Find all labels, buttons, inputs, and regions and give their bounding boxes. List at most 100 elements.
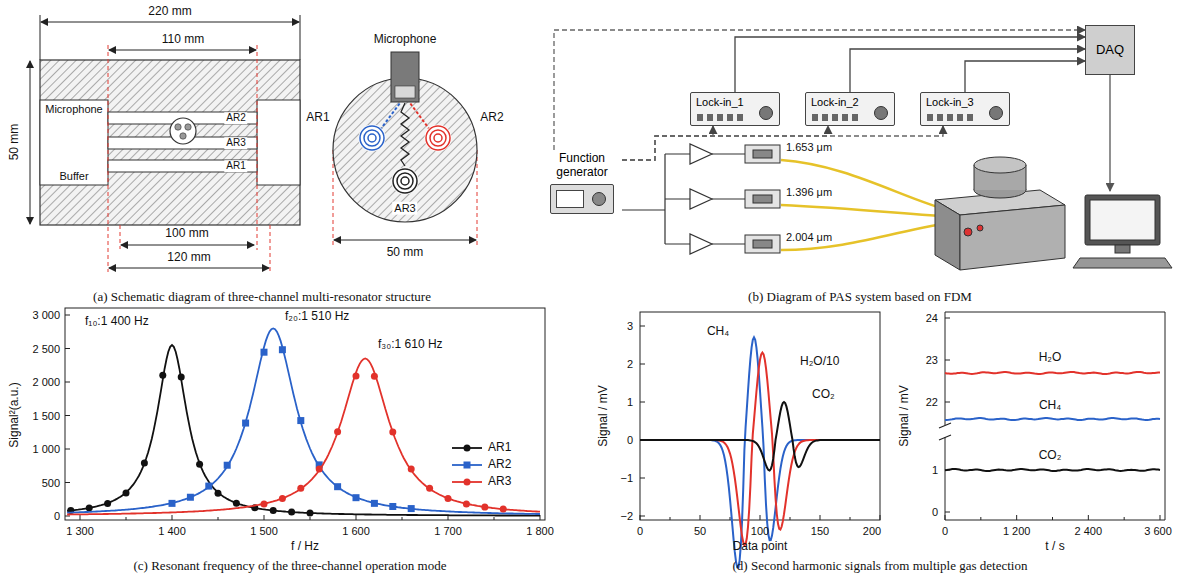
data-marker	[463, 501, 470, 508]
channel-label: AR3	[392, 202, 417, 215]
signal-connector	[622, 126, 943, 160]
tick	[640, 364, 645, 365]
data-marker	[178, 374, 185, 381]
tick-label: 1 800	[526, 525, 554, 538]
laser-drivers	[745, 145, 780, 253]
channel-label: AR3	[224, 137, 247, 149]
data-marker	[408, 465, 415, 472]
data-marker	[141, 460, 148, 467]
legend-text: AR3	[488, 475, 511, 489]
wavelength-label: 2.004 μm	[786, 231, 832, 244]
curve-label: H₂O/10	[800, 355, 839, 369]
tick-label: 200	[863, 525, 881, 538]
data-marker	[500, 506, 507, 513]
tick	[65, 315, 70, 316]
panel-caption: (c) Resonant frequency of the three-chan…	[134, 559, 447, 574]
tick-label: 500	[42, 476, 60, 489]
node-text: Lock-in_1	[696, 96, 744, 109]
legend-marker	[464, 479, 471, 486]
tick	[126, 517, 127, 520]
tick-label: 22	[926, 396, 938, 409]
dimension-label: 100 mm	[165, 227, 208, 241]
lockin-amplifier: Lock-in_3	[920, 92, 1010, 126]
tick	[670, 517, 671, 520]
tick-label: 2 000	[32, 376, 60, 389]
lockin-amplifier: Lock-in_2	[805, 92, 895, 126]
tick	[65, 415, 70, 416]
tick	[730, 517, 731, 520]
resonator-body	[40, 60, 300, 225]
tick	[172, 515, 173, 520]
data-marker	[205, 483, 212, 490]
lockin-amplifier: Lock-in_1	[690, 92, 780, 126]
generator-knob	[592, 192, 606, 206]
fit-curve	[67, 328, 540, 514]
red-guide-lines	[108, 45, 477, 272]
tick-label: 2 400	[1075, 525, 1103, 538]
tick	[1016, 515, 1017, 520]
data-marker	[233, 500, 240, 507]
tick	[356, 515, 357, 520]
tick	[820, 515, 821, 520]
tick	[640, 478, 645, 479]
tick-label: 0	[637, 525, 643, 538]
tick-label: 0	[54, 510, 60, 523]
dimension-lines	[30, 15, 476, 268]
data-marker	[371, 500, 378, 507]
data-marker	[196, 461, 203, 468]
function-generator: Function generator	[542, 150, 622, 218]
tick-label: 2 500	[32, 342, 60, 355]
modulation-wiring	[622, 154, 745, 244]
tick	[980, 517, 981, 520]
daq-box: DAQ	[1085, 25, 1135, 75]
data-marker	[261, 349, 268, 356]
plot-frame	[65, 308, 545, 520]
data-marker	[297, 417, 304, 424]
fit-curve	[67, 359, 540, 515]
tick-label: 1 300	[66, 525, 94, 538]
dimension-label: 50 mm	[8, 124, 22, 161]
signal-trace	[945, 469, 1160, 471]
panel-knob	[759, 106, 773, 120]
axis-title: t / s	[1045, 540, 1064, 554]
data-marker	[279, 495, 286, 502]
data-marker	[445, 495, 452, 502]
signal-connector	[622, 126, 713, 160]
data-marker	[288, 509, 295, 516]
channel-label: AR2	[224, 112, 247, 124]
tick	[945, 515, 946, 520]
data-marker	[408, 505, 415, 512]
node-text: Function generator	[542, 152, 622, 180]
node-text: Lock-in_3	[926, 96, 974, 109]
data-marker	[297, 485, 304, 492]
tick-label: 3	[627, 320, 633, 333]
tick-label: −1	[620, 472, 633, 485]
harmonic-curve	[640, 353, 880, 545]
tick	[1088, 515, 1089, 520]
legend-marker	[464, 445, 471, 452]
axis-title: Signal / mV	[597, 385, 611, 446]
channel-label: AR1	[306, 111, 329, 125]
data-marker	[187, 494, 194, 501]
data-marker	[169, 500, 176, 507]
line-label: CO₂	[1039, 449, 1062, 463]
generator-screen	[556, 190, 584, 208]
harmonic-curve	[640, 337, 880, 567]
dimension-label: 50 mm	[387, 246, 424, 260]
tick	[790, 517, 791, 520]
channel-label: AR1	[224, 160, 247, 172]
plot-frame	[640, 312, 880, 520]
signal-connector	[554, 30, 1085, 150]
data-marker	[104, 500, 111, 507]
tick	[640, 326, 645, 327]
data-marker	[389, 428, 396, 435]
tick	[945, 318, 950, 319]
peak-annotation: f₃₀:1 610 Hz	[378, 338, 443, 352]
tick	[402, 517, 403, 520]
tick	[1160, 515, 1161, 520]
tick-label: 1 600	[342, 525, 370, 538]
data-marker	[123, 489, 130, 496]
tick-label: 23	[926, 354, 938, 367]
part-name: Microphone	[374, 33, 437, 47]
